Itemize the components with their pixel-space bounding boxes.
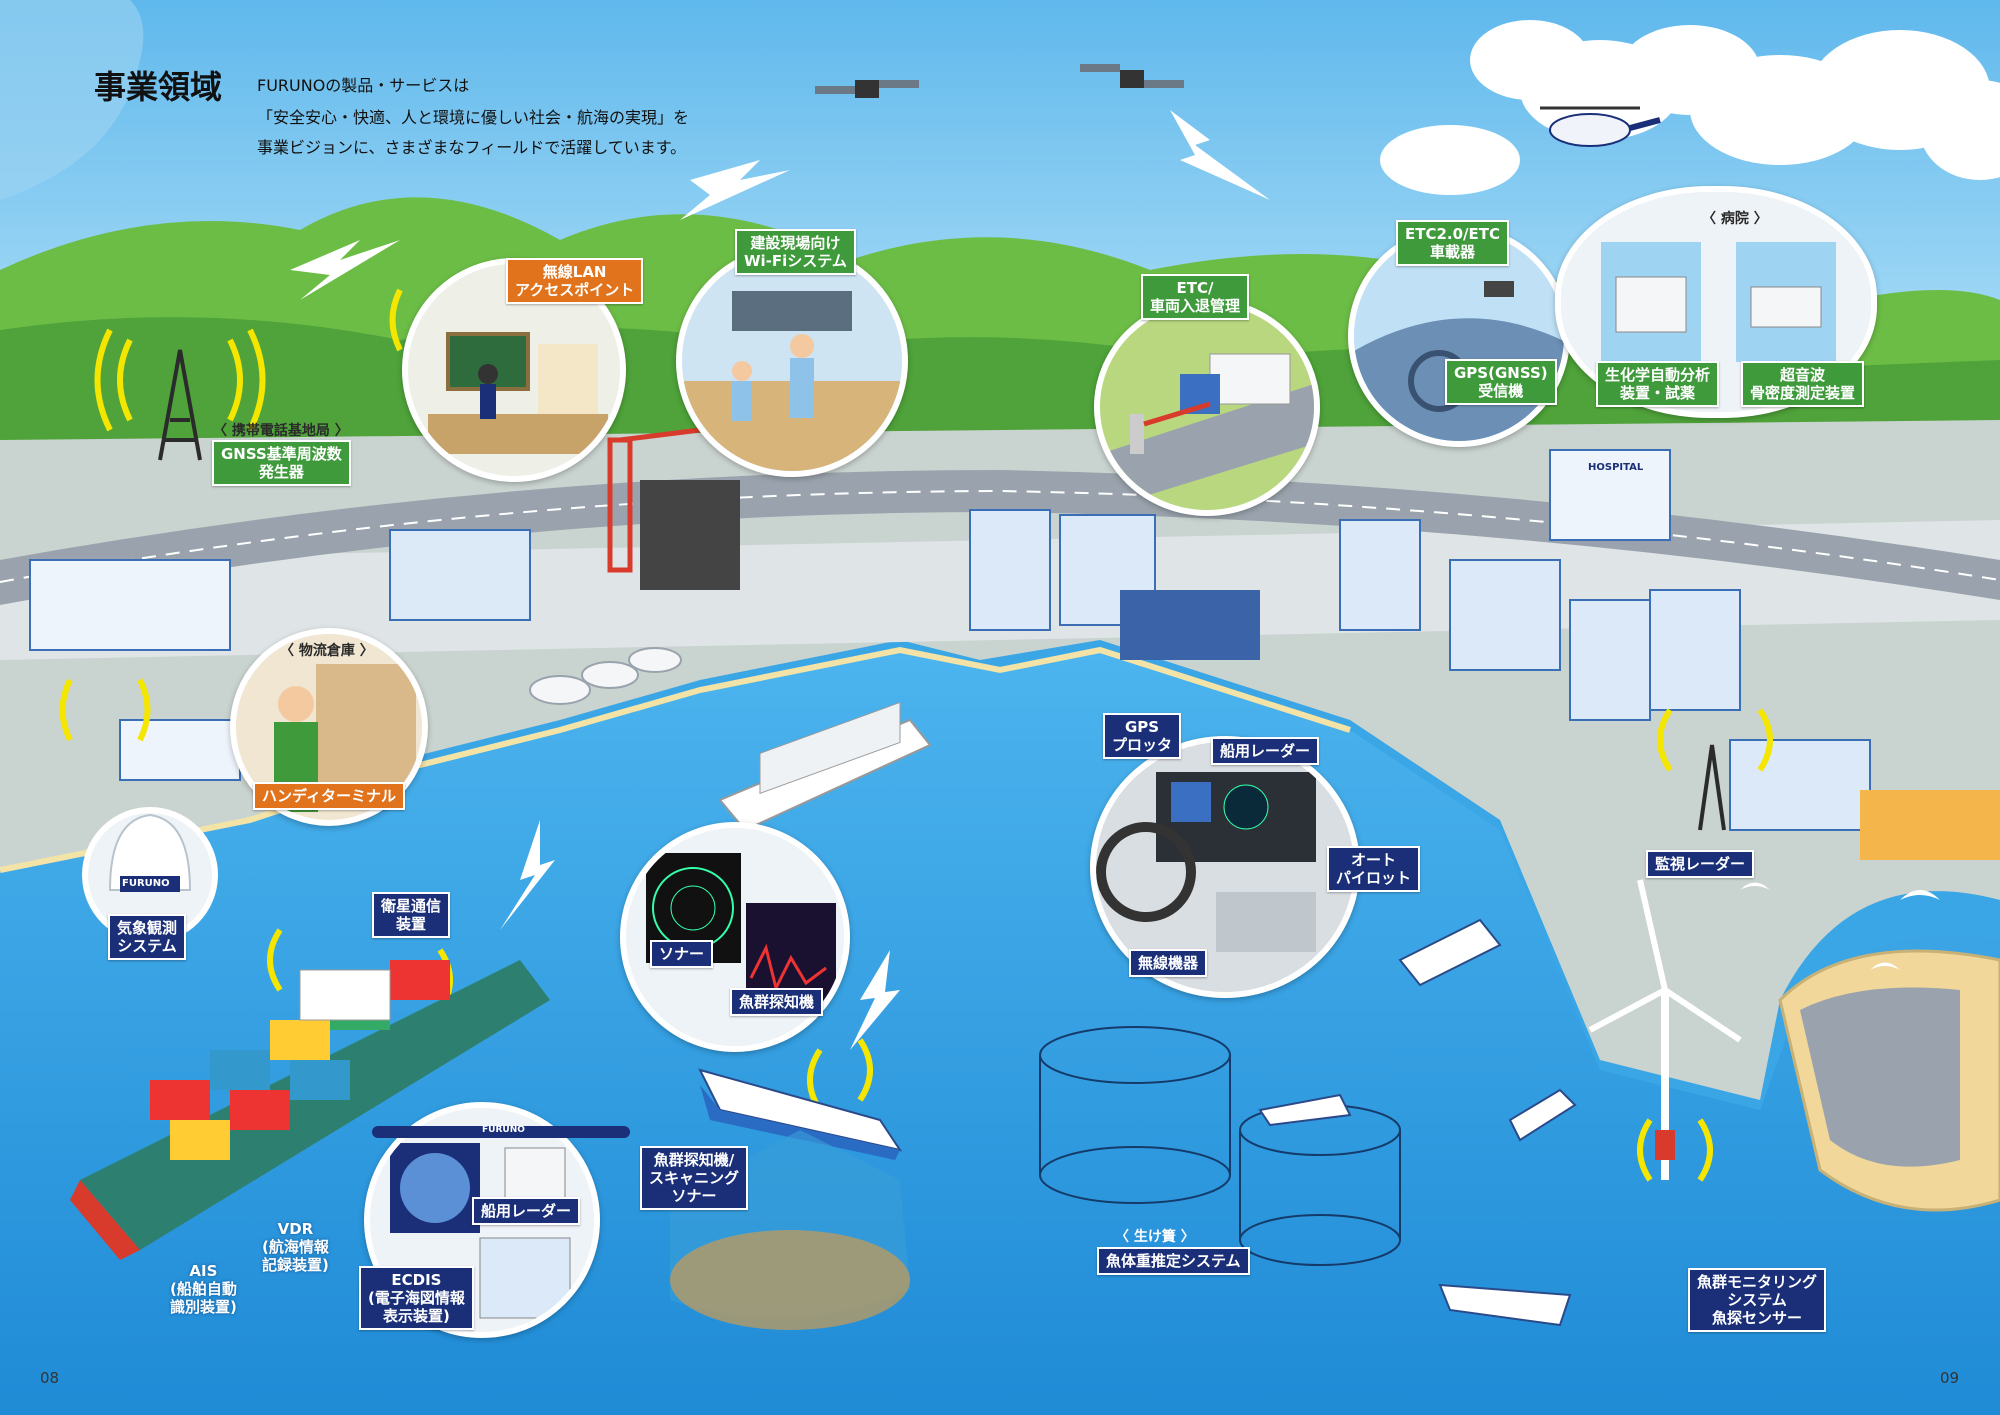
marine-radar-ship-label: 船用レーダー: [472, 1197, 581, 1225]
moon-shape: [0, 0, 144, 200]
marine-radar-bridge-label: 船用レーダー: [1211, 737, 1320, 765]
radar-antenna: FURUNO: [372, 1125, 630, 1138]
hospital-equipment-illustration: [1561, 192, 1871, 412]
weather-dome: [82, 807, 218, 943]
fish-weight-label: 魚体重推定システム: [1097, 1247, 1250, 1275]
hospital-caption: 〈 病院 〉: [1702, 211, 1768, 227]
intro-line-1: FURUNOの製品・サービスは: [257, 76, 470, 95]
helicopter-icon: [1540, 106, 1661, 147]
autopilot-label: オート パイロット: [1327, 846, 1421, 892]
bubble-bridge: [1090, 736, 1360, 998]
ecdis-label: ECDIS (電子海図情報 表示装置): [359, 1266, 474, 1330]
construction-illustration: [682, 251, 902, 471]
cell-station-caption: 〈 携帯電話基地局 〉: [213, 423, 349, 439]
ferry: [718, 701, 932, 832]
crane: [607, 427, 701, 573]
satellite-icon: [815, 64, 1184, 98]
gps-plotter-label: GPS プロッタ: [1103, 713, 1182, 759]
radio-label: 無線機器: [1129, 949, 1208, 977]
biochem-label: 生化学自動分析 装置・試薬: [1596, 361, 1720, 407]
weather-label: 気象観測 システム: [108, 914, 187, 960]
intro-line-2: 「安全安心・快適、人と環境に優しい社会・航海の実現」を: [257, 108, 690, 127]
construction-wifi-label: 建設現場向け Wi-Fiシステム: [735, 229, 856, 275]
bubble-sonar: [620, 822, 850, 1052]
highway: [0, 470, 2000, 605]
etc-onboard-label: ETC2.0/ETC 車載器: [1396, 220, 1510, 266]
seagulls: [1740, 882, 1940, 970]
intro-line-3: 事業ビジョンに、さまざまなフィールドで活躍しています。: [257, 138, 687, 157]
ais-label: AIS (船舶自動 識別装置): [170, 1262, 237, 1316]
page-number-right: 09: [1940, 1369, 1960, 1387]
wireless-lan-label: 無線LAN アクセスポイント: [506, 258, 644, 304]
antenna-brand: FURUNO: [482, 1125, 525, 1135]
buildings: [29, 449, 2000, 860]
dome-brand: FURUNO: [122, 878, 170, 889]
radar-tower: [1698, 744, 1726, 831]
oil-tanks: [529, 647, 682, 705]
container-ship: [70, 960, 550, 1260]
classroom-illustration: [408, 264, 620, 476]
bubble-etc-gate: [1094, 298, 1320, 516]
bubble-construction: [676, 245, 908, 477]
vdr-label: VDR (航海情報 記録装置): [262, 1220, 329, 1274]
small-boats: [1258, 918, 1577, 1327]
gnss-ref-label: GNSS基準周波数 発生器: [212, 440, 351, 486]
sonar-label: ソナー: [650, 940, 714, 968]
fish-cages: [1039, 1026, 1401, 1266]
etc-gate-illustration: [1100, 304, 1314, 510]
bubble-wireless-lan: [402, 258, 626, 482]
hospital-sign: HOSPITAL: [1588, 462, 1644, 473]
gps-receiver-label: GPS(GNSS) 受信機: [1445, 359, 1557, 405]
fish-cage-caption: 〈 生け簀 〉: [1115, 1229, 1195, 1245]
fish-monitoring-label: 魚群モニタリング システム 魚探センサー: [1688, 1268, 1827, 1332]
handy-terminal-label: ハンディターミナル: [253, 782, 405, 810]
cell-tower: [158, 349, 202, 461]
etc-vehicle-label: ETC/ 車両入退管理: [1141, 274, 1250, 320]
wireless-bolts: [290, 110, 1270, 1050]
page-title: 事業領域: [94, 68, 223, 106]
page-number-left: 08: [40, 1369, 60, 1387]
warehouse-caption: 〈 物流倉庫 〉: [280, 643, 374, 659]
satcom-label: 衛星通信 装置: [372, 892, 451, 938]
bone-density-label: 超音波 骨密度測定装置: [1741, 361, 1865, 407]
wind-turbine: [1588, 879, 1742, 1180]
clouds: [1380, 20, 2000, 195]
surveillance-radar-label: 監視レーダー: [1646, 850, 1755, 878]
fish-finder-label: 魚群探知機: [730, 988, 824, 1016]
fishing-boat: [698, 1068, 903, 1160]
fishfinder-scanning-label: 魚群探知機/ スキャニング ソナー: [640, 1146, 749, 1210]
